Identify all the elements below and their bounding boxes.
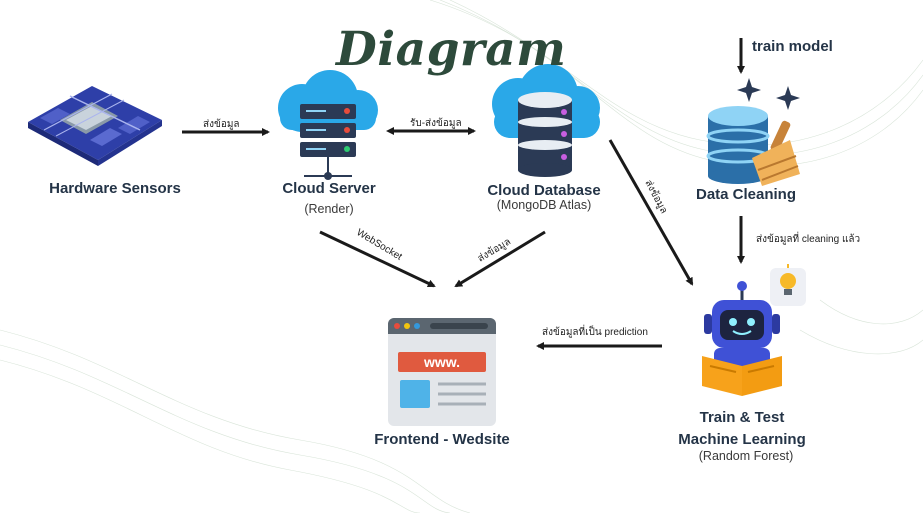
node-sublabel-ml: (Random Forest) [698,449,794,463]
data-cleaning-icon [706,106,800,186]
cloud-database-icon [492,64,600,177]
edge-label-hw-server: ส่งข้อมูล [203,119,240,130]
lightbulb-icon [770,264,806,306]
edge-label-server-db: รับ-ส่งข้อมูล [410,118,462,129]
node-sublabel-cloud-server: (Render) [304,202,354,216]
robot-icon [702,281,782,396]
node-label-hardware-sensors: Hardware Sensors [49,180,181,197]
edge-label-ml-front: ส่งข้อมูลที่เป็น prediction [542,327,648,338]
edge-label-websocket: WebSocket [354,227,404,263]
node-label-ml-line1: Train & Test [699,409,785,426]
node-label-cloud-server: Cloud Server [282,180,376,197]
cloud-server-icon [278,70,378,180]
diagram-title: Diagram [336,22,567,77]
node-label-data-cleaning: Data Cleaning [695,186,797,203]
node-sublabel-cloud-database: (MongoDB Atlas) [496,198,592,212]
browser-url-text: www. [423,354,460,370]
node-label-ml-line2: Machine Learning [678,431,806,448]
edge-db-ml [608,139,694,286]
edge-label-db-ml: ส่งข้อมูล [642,178,670,216]
edge-server-front [319,230,436,288]
edge-db-front [454,230,546,288]
edge-label-train-model: train model [752,38,833,55]
node-label-frontend: Frontend - Wedsite [374,431,510,448]
sparkle-icon [737,78,800,110]
edge-label-db-front: ส่งข้อมูล [475,235,513,264]
edges [182,38,745,350]
edge-label-clean-ml: ส่งข้อมูลที่ cleaning แล้ว [756,234,861,245]
browser-window-icon [388,318,496,426]
circuit-board-icon [28,86,162,166]
node-label-cloud-database: Cloud Database [487,182,601,199]
